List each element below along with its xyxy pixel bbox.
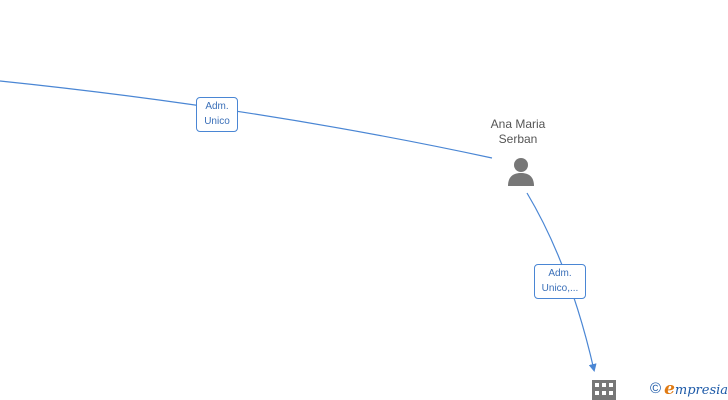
person-icon[interactable]	[505, 156, 537, 186]
edge-label-line2: Unico,...	[541, 283, 579, 294]
edge-label-line1: Adm.	[548, 268, 572, 279]
brand-logo-initial: e	[664, 379, 675, 399]
edge-line-1	[0, 80, 493, 159]
person-name-line1: Ana Maria	[490, 117, 546, 131]
person-name-label[interactable]: Ana Maria Serban	[470, 117, 566, 147]
building-icon[interactable]	[592, 380, 616, 400]
copyright-symbol: ©	[650, 380, 662, 397]
brand-logo-text: mpresia	[674, 383, 728, 398]
edge-label-adm-unico[interactable]: Adm. Unico	[196, 97, 238, 132]
edge-label-adm-unico-more[interactable]: Adm. Unico,...	[534, 264, 586, 299]
person-name-line2: Serban	[498, 132, 538, 146]
edge-label-line2: Unico	[204, 116, 230, 127]
edge-label-line1: Adm.	[205, 101, 229, 112]
empresia-watermark: ©empresia	[650, 379, 728, 399]
